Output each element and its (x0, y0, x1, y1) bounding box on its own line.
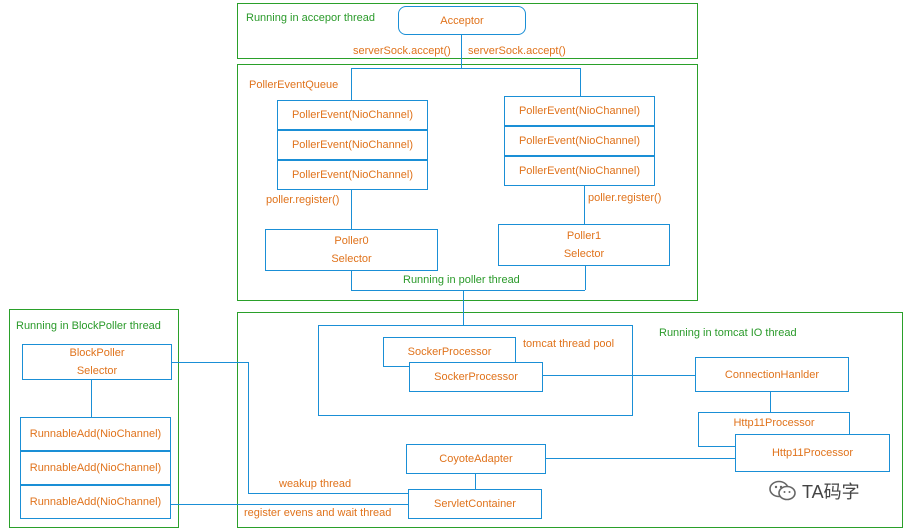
register-line-left (351, 190, 352, 229)
tomcat-io-thread-label: Running in tomcat IO thread (659, 327, 797, 339)
register-call-left: poller.register() (266, 194, 340, 206)
poller-event-left-2: PollerEvent(NioChannel) (277, 130, 428, 160)
poller-thread-label: Running in poller thread (401, 274, 522, 286)
accept-branch-line (351, 68, 580, 69)
weakup-thread-label: weakup thread (279, 478, 352, 490)
register-wait-label: register evens and wait thread (244, 507, 392, 519)
blockpoller-name: BlockPoller (69, 347, 125, 359)
watermark: TA码字 (768, 478, 860, 504)
register-wait-line (171, 504, 408, 505)
coyote-to-http11-line (546, 458, 735, 459)
acceptor-thread-label: Running in accepor thread (246, 12, 376, 24)
tomcat-io-thread-region (237, 312, 903, 528)
accept-branch-left (351, 68, 352, 100)
poller-event-right-3: PollerEvent(NioChannel) (504, 156, 655, 186)
blockpoller-right-line (172, 362, 249, 363)
poller-event-left-3: PollerEvent(NioChannel) (277, 160, 428, 190)
register-call-right: poller.register() (588, 192, 662, 204)
weakup-vertical-line (248, 362, 249, 493)
poller1-name: Poller1 (566, 230, 602, 242)
weakup-bottom-line (248, 493, 408, 494)
poller-join-bottom (351, 290, 585, 291)
poller1-join-line (585, 266, 586, 290)
coyote-to-servlet-line (475, 474, 476, 489)
poller1-selector: Selector (563, 248, 605, 260)
socker-processor-2: SockerProcessor (409, 362, 543, 392)
acceptor-thread-region (237, 3, 698, 59)
poller0-node: Poller0 Selector (265, 229, 438, 271)
servlet-container-node: ServletContainer (408, 489, 542, 519)
runnable-add-3: RunnableAdd(NioChannel) (20, 485, 171, 519)
register-line-right (584, 186, 585, 224)
watermark-text: TA码字 (802, 482, 860, 502)
poller-thread-region (237, 64, 698, 301)
processor-to-handler-line (543, 375, 695, 376)
wechat-icon (769, 480, 796, 501)
poller-to-pool-line (463, 290, 464, 348)
poller-event-right-2: PollerEvent(NioChannel) (504, 126, 655, 156)
runnable-add-1: RunnableAdd(NioChannel) (20, 417, 171, 451)
blockpoller-selector: Selector (76, 365, 118, 377)
connection-handler-node: ConnectionHanlder (695, 357, 849, 392)
poller-event-right-1: PollerEvent(NioChannel) (504, 96, 655, 126)
acceptor-connector (461, 35, 462, 68)
blockpoller-thread-label: Running in BlockPoller thread (16, 320, 161, 332)
handler-to-http11-line (770, 392, 771, 412)
blockpoller-down-line (91, 380, 92, 417)
blockpoller-thread-region (9, 309, 179, 528)
poller-event-left-1: PollerEvent(NioChannel) (277, 100, 428, 130)
blockpoller-node: BlockPoller Selector (22, 344, 172, 380)
accept-branch-right (580, 68, 581, 96)
tomcat-thread-pool-label: tomcat thread pool (523, 338, 615, 350)
http11-processor-2: Http11Processor (735, 434, 890, 472)
poller0-selector: Selector (331, 253, 372, 265)
poller1-node: Poller1 Selector (498, 224, 670, 266)
poller0-name: Poller0 (334, 235, 369, 247)
accept-call-right: serverSock.accept() (468, 45, 566, 57)
acceptor-node: Acceptor (398, 6, 526, 35)
accept-call-left: serverSock.accept() (353, 45, 451, 57)
poller0-join-line (351, 271, 352, 291)
coyote-adapter-node: CoyoteAdapter (406, 444, 546, 474)
runnable-add-2: RunnableAdd(NioChannel) (20, 451, 171, 485)
poller-event-queue-label: PollerEventQueue (249, 79, 339, 91)
